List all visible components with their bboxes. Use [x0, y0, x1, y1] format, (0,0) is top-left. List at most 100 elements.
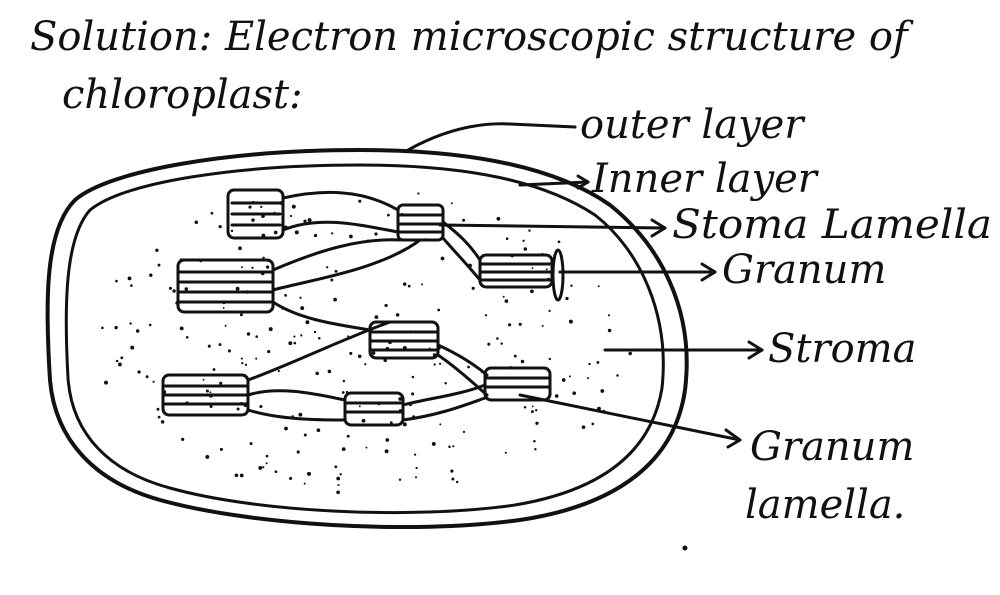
stroma-speckle: [303, 433, 307, 437]
granum-top-center: [396, 203, 445, 242]
granum-bottom-center: [343, 391, 405, 427]
stroma-speckle: [336, 476, 341, 481]
stroma-speckle: [145, 375, 149, 379]
stroma-speckle: [303, 219, 307, 223]
stroma-speckle: [130, 345, 135, 350]
stroma-speckle: [496, 216, 501, 221]
stroma-speckle: [318, 336, 321, 340]
diagram-title-line-2: chloroplast:: [62, 72, 303, 118]
stroma-speckle: [548, 309, 551, 313]
stroma-speckle: [496, 337, 499, 340]
stroma-speckle: [149, 273, 153, 277]
stroma-speckle: [523, 247, 528, 251]
stroma-speckle: [115, 359, 119, 363]
stroma-speckle: [591, 422, 595, 426]
stroma-speckle: [289, 476, 293, 480]
stroma-speckle: [607, 328, 612, 333]
stroma-speckle: [258, 465, 263, 470]
stroma-speckle: [415, 466, 418, 470]
stroma-speckle: [384, 449, 389, 454]
stroma-speckle: [273, 230, 278, 235]
stroma-speckle: [596, 360, 600, 364]
stroma-speckle: [307, 218, 312, 223]
stroma-speckle: [172, 289, 176, 293]
stroma-speckle: [505, 237, 509, 240]
stroma-speckle: [313, 233, 318, 238]
stroma-speckle: [155, 248, 159, 253]
stroma-speckle: [230, 229, 234, 233]
stroma-speckle: [347, 335, 350, 338]
stroma-speckle: [600, 389, 605, 393]
label-inner-layer: Inner layer: [591, 156, 820, 202]
stroma-speckle: [342, 379, 346, 383]
stroma-speckle: [238, 246, 242, 251]
granum-bottom-left: [161, 373, 250, 417]
stroma-speckle: [294, 230, 299, 235]
stroma-speckle: [255, 335, 258, 338]
stroma-speckle: [160, 420, 165, 424]
stroma-speckle: [588, 362, 591, 366]
stroma-speckle: [337, 483, 340, 487]
stroma-speckle: [248, 205, 252, 209]
stroma-speckle: [395, 313, 400, 317]
granum-right: [478, 248, 565, 302]
stroma-speckle: [224, 324, 227, 327]
stroma-speckle: [148, 323, 152, 327]
stroma-speckle: [284, 426, 288, 431]
stroma-speckle: [194, 220, 199, 225]
stroma-speckle: [135, 329, 140, 333]
stroma-speckle: [535, 421, 539, 425]
stroma-speckle: [450, 469, 454, 473]
stroma-speckle: [234, 473, 239, 478]
stroma-speckle: [455, 480, 459, 484]
stroma-speckle: [508, 323, 512, 327]
label-stroma: Stroma: [768, 326, 916, 372]
stroma-speckle: [300, 334, 303, 337]
stroma-speckle: [218, 224, 222, 229]
stroma-speckle: [531, 405, 534, 408]
inner-membrane: [64, 163, 665, 515]
stroma-speckle: [227, 349, 231, 353]
stroma-speckle: [407, 284, 411, 288]
stroma-speckle: [251, 266, 254, 269]
stroma-speckle: [207, 344, 211, 348]
stroma-speckle: [398, 397, 403, 401]
stroma-speckle: [339, 473, 342, 476]
stroma-speckle: [586, 377, 589, 380]
stroma-speckle: [157, 415, 161, 419]
label-outer-layer: outer layer: [580, 102, 806, 148]
stroma-speckle: [365, 446, 368, 449]
stroma-speckle: [265, 462, 268, 465]
stroma-speckle: [222, 306, 225, 309]
stroma-speckle: [531, 267, 534, 270]
stroma-speckle: [561, 378, 566, 382]
stroma-speckle: [452, 445, 455, 448]
stroma-speckle: [331, 232, 334, 235]
stroma-speckle: [421, 283, 424, 286]
stroma-speckle: [349, 234, 353, 239]
stroma-speckle: [137, 370, 141, 374]
stroma-speckle: [298, 412, 303, 417]
stroma-speckle: [450, 202, 453, 205]
stroma-speckle: [504, 299, 509, 303]
stroma-speckle: [262, 466, 265, 469]
stroma-speckle: [462, 218, 466, 222]
stroma-speckle: [502, 295, 505, 298]
stroma-speckle: [101, 326, 104, 330]
stroma-speckle: [597, 285, 600, 288]
stroma-speckle: [260, 205, 263, 209]
stroma-speckle: [357, 354, 362, 359]
stroma-speckle: [471, 286, 475, 290]
stroma-speckle: [565, 296, 569, 301]
stroma-speckle: [209, 391, 212, 394]
stroma-speckle: [548, 357, 551, 361]
stroma-speckle: [246, 332, 251, 336]
stroma-speckle: [209, 404, 213, 409]
stroma-speckle: [305, 320, 310, 325]
stroma-speckle: [255, 357, 258, 360]
stroma-speckle: [607, 314, 611, 317]
label-stroma-lamella: Stoma Lamella: [672, 202, 992, 248]
stroma-speckle: [437, 308, 441, 312]
stroma-speckle: [570, 284, 573, 287]
stroma-speckle: [444, 382, 447, 385]
